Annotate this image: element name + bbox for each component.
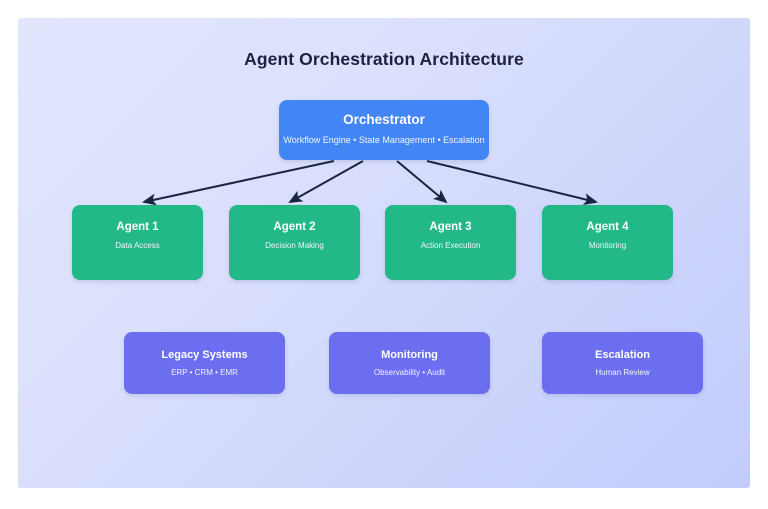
connector-orchestrator-agent-3 [396,160,448,204]
node-agent-3-title: Agent 3 [429,221,472,233]
node-escalation-subtitle: Human Review [595,367,650,377]
node-legacy-systems[interactable]: Legacy Systems ERP • CRM • EMR [124,332,285,394]
node-orchestrator[interactable]: Orchestrator Workflow Engine • State Man… [279,100,489,160]
connector-orchestrator-agent-4 [426,160,598,206]
diagram-panel: Agent Orchestration Architecture Orchest… [18,18,750,488]
node-agent-3[interactable]: Agent 3 Action Execution [385,205,516,280]
node-orchestrator-subtitle: Workflow Engine • State Management • Esc… [283,134,485,145]
node-orchestrator-title: Orchestrator [343,112,425,127]
node-monitoring-system[interactable]: Monitoring Observability • Audit [329,332,490,394]
node-monitoring-system-title: Monitoring [381,348,438,361]
node-legacy-systems-subtitle: ERP • CRM • EMR [171,367,238,377]
node-agent-1-subtitle: Data Access [115,240,160,250]
node-agent-1[interactable]: Agent 1 Data Access [72,205,203,280]
page-title: Agent Orchestration Architecture [244,49,524,69]
node-agent-1-title: Agent 1 [116,221,159,233]
node-agent-4[interactable]: Agent 4 Monitoring [542,205,673,280]
node-agent-2[interactable]: Agent 2 Decision Making [229,205,360,280]
node-agent-2-subtitle: Decision Making [265,240,324,250]
node-agent-4-title: Agent 4 [586,221,629,233]
connector-orchestrator-agent-1 [142,160,335,206]
node-agent-3-subtitle: Action Execution [420,240,481,250]
connector-orchestrator-agent-2 [288,160,364,203]
node-monitoring-system-subtitle: Observability • Audit [373,367,446,377]
node-escalation-title: Escalation [594,348,651,361]
node-escalation[interactable]: Escalation Human Review [542,332,703,394]
node-agent-4-subtitle: Monitoring [588,240,627,250]
node-legacy-systems-title: Legacy Systems [161,348,248,361]
node-agent-2-title: Agent 2 [273,221,316,233]
